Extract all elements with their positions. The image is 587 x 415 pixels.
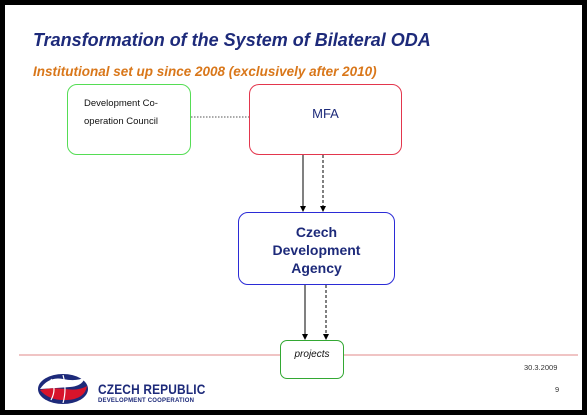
council-label-line1: Development Co- xyxy=(84,98,158,109)
agency-label-line3: Agency xyxy=(291,260,342,276)
logo-subtitle: DEVELOPMENT COOPERATION xyxy=(98,398,195,404)
mfa-label: MFA xyxy=(312,106,339,121)
czech-development-logo: CZECH REPUBLIC DEVELOPMENT COOPERATION xyxy=(37,373,217,405)
agency-label-line2: Development xyxy=(272,242,361,258)
agency-label-line1: Czech xyxy=(295,224,338,240)
council-box: Development Co- operation Council xyxy=(67,84,191,155)
slide-date: 30.3.2009 xyxy=(524,363,558,372)
page-number: 9 xyxy=(555,385,560,394)
projects-label: projects xyxy=(294,349,330,360)
slide-title: Transformation of the System of Bilatera… xyxy=(33,30,431,50)
slide: Transformation of the System of Bilatera… xyxy=(5,5,582,410)
council-label-line2: operation Council xyxy=(84,116,158,127)
logo-title: CZECH REPUBLIC xyxy=(98,381,206,397)
slide-subtitle: Institutional set up since 2008 (exclusi… xyxy=(33,64,377,79)
globe-logo-icon xyxy=(38,374,88,404)
agency-box: Czech Development Agency xyxy=(238,212,395,285)
projects-box: projects xyxy=(280,340,344,379)
mfa-box: MFA xyxy=(249,84,402,155)
